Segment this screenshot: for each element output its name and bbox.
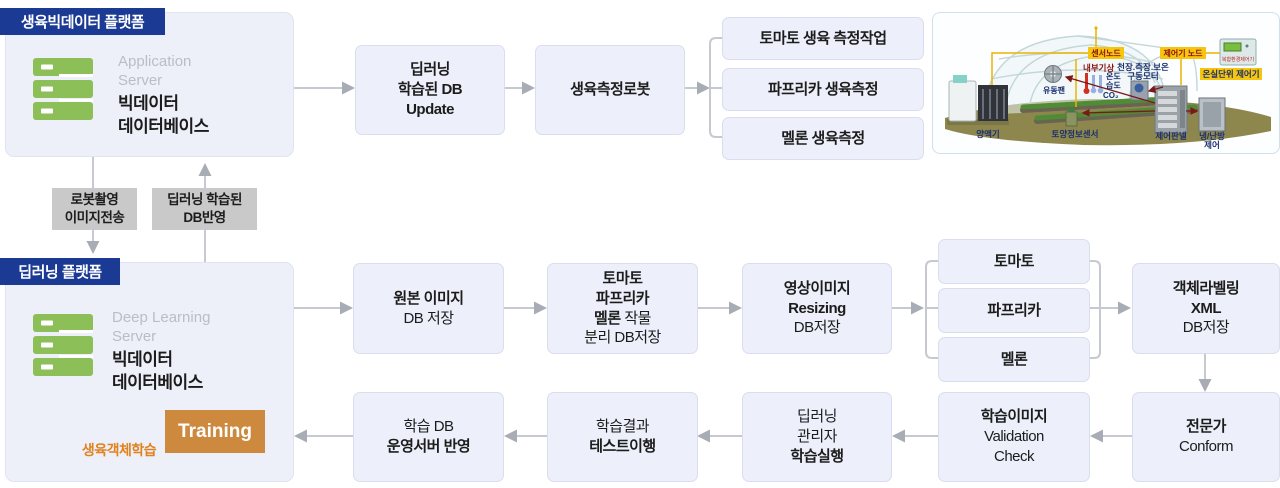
node-expert-conform: 전문가 Conform <box>1132 392 1280 482</box>
control-panel-icon <box>1154 85 1188 134</box>
humidity-label: 습도 <box>1106 80 1121 90</box>
fan-label: 유동팬 <box>1043 85 1065 95</box>
motor-label-2: 구동모터 <box>1127 71 1158 81</box>
bridge-db-apply: 딥러닝 학습된 DB반영 <box>152 188 257 230</box>
node-validation-check: 학습이미지 Validation Check <box>938 392 1090 482</box>
dl-server-label: Deep Learning Server <box>112 309 211 345</box>
unit-controller-label: 온실단위 제어기 <box>1202 69 1259 79</box>
node-deploy-db: 학습 DB 운영서버 반영 <box>353 392 504 482</box>
training-node: Training <box>165 410 265 453</box>
hvac-label-1: 냉/난방 <box>1199 131 1225 141</box>
node-task-tomato: 토마토 생육 측정작업 <box>722 17 924 60</box>
controller-node-label: 제어기 노드 <box>1163 48 1203 58</box>
unit-controller-chip <box>1200 68 1262 80</box>
panel-label: 제어판넬 <box>1155 131 1186 141</box>
nutrient-label: 양액기 <box>976 129 999 139</box>
node-crop-tomato: 토마토 <box>938 239 1090 284</box>
co2-label: CO₂ <box>1103 91 1119 100</box>
node-crop-paprika: 파프리카 <box>938 288 1090 333</box>
node-db-update: 딥러닝 학습된 DB Update <box>355 45 505 135</box>
env-controller-label: 복합환경제어기 <box>1222 56 1254 63</box>
node-original-image-db: 원본 이미지 DB 저장 <box>353 263 504 354</box>
server-icon <box>33 58 93 122</box>
sensor-node-chip <box>1088 47 1124 59</box>
hvac-label-2: 제어 <box>1204 140 1220 150</box>
node-crop-melon: 멜론 <box>938 337 1090 382</box>
growth-bigdata-platform-panel <box>5 12 294 157</box>
env-controller-icon: 복합환경제어기 <box>1219 38 1257 66</box>
soil-sensor-icon <box>1065 108 1078 127</box>
node-test-run: 학습결과 테스트이행 <box>547 392 698 482</box>
node-resizing-db: 영상이미지 Resizing DB저장 <box>742 263 892 354</box>
bridge-robot-image-transfer: 로봇촬영 이미지전송 <box>52 188 137 230</box>
node-crop-separate-db: 토마토 파프리카 멜론 작물 분리 DB저장 <box>547 263 698 354</box>
motor-label-1: 천장.측장.보온 <box>1117 62 1169 72</box>
node-object-labeling-xml: 객체라벨링 XML DB저장 <box>1132 263 1280 354</box>
indoor-weather-label: 내부기상 <box>1083 63 1114 73</box>
soil-sensor-label: 토양정보센서 <box>1052 129 1099 139</box>
growth-bigdata-platform-header: 생육빅데이터 플랫폼 <box>0 8 165 35</box>
thermometer-icons <box>1083 73 1104 94</box>
controller-node-chip <box>1160 47 1206 59</box>
node-task-paprika: 파프리카 생육측정 <box>722 68 924 111</box>
node-growth-robot: 생육측정로봇 <box>535 45 685 135</box>
server-icon <box>33 314 93 378</box>
deep-learning-platform-header: 딥러닝 플랫폼 <box>0 258 120 285</box>
dl-bigdata-db-label: 빅데이터 데이터베이스 <box>112 350 203 392</box>
growth-object-learning-label: 생육객체학습 <box>81 442 157 458</box>
temp-label: 온도 <box>1106 72 1121 81</box>
nutrient-machine-icon <box>947 75 1009 125</box>
node-task-melon: 멜론 생육측정 <box>722 117 924 160</box>
node-learning-execute: 딥러닝 관리자 학습실행 <box>742 392 892 482</box>
fan-icon <box>1044 65 1062 83</box>
gray-arrowheads <box>86 81 1212 443</box>
hvac-icon <box>1198 97 1226 132</box>
greenhouse-photo: 복합환경제어기 센서노드 제어기 노드 온실단위 <box>932 12 1280 154</box>
app-server-label: Application Server <box>118 53 192 89</box>
bigdata-db-label: 빅데이터 데이터베이스 <box>118 94 209 136</box>
sensor-node-label: 센서노드 <box>1091 48 1121 58</box>
